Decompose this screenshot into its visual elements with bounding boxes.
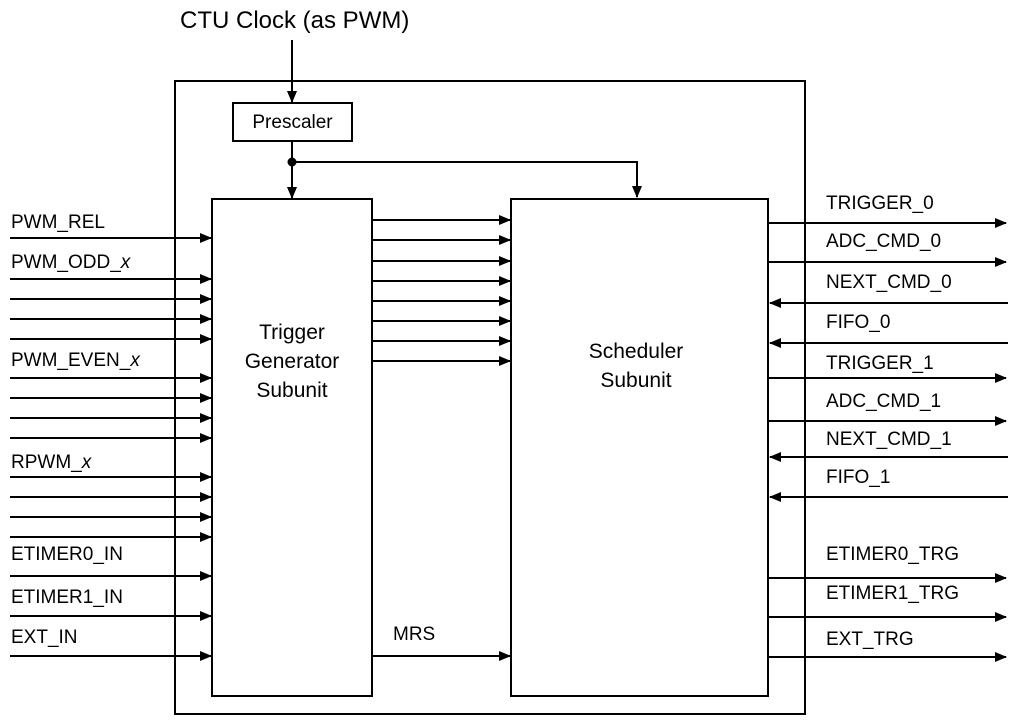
prescaler-label: Prescaler [252, 112, 333, 133]
clock-label: CTU Clock (as PWM) [180, 7, 409, 34]
trigger-block-line-2: Generator [245, 350, 340, 373]
input-label-ext-in: EXT_IN [11, 627, 78, 648]
scheduler-box [510, 198, 769, 697]
trigger-block-line-3: Subunit [256, 379, 327, 402]
output-label-etimer1-trg: ETIMER1_TRG [826, 583, 959, 604]
output-label-next-cmd-1: NEXT_CMD_1 [826, 429, 952, 450]
prescaler-to-scheduler-arrow [292, 161, 642, 198]
input-label-etimer0-in: ETIMER0_IN [11, 544, 123, 565]
output-label-ext-trg: EXT_TRG [826, 629, 914, 650]
output-label-fifo-0: FIFO_0 [826, 312, 890, 333]
internal-trigger-bus [372, 215, 511, 366]
trigger-block-line-1: Trigger [259, 321, 325, 344]
output-label-trigger-0: TRIGGER_0 [826, 193, 934, 214]
input-label-etimer1-in: ETIMER1_IN [11, 587, 123, 608]
output-label-trigger-1: TRIGGER_1 [826, 353, 934, 374]
input-label-pwm-odd: PWM_ODD_x [11, 252, 132, 273]
input-label-pwm-rel: PWM_REL [11, 212, 105, 233]
output-label-fifo-1: FIFO_1 [826, 467, 890, 488]
scheduler-block-line-1: Scheduler [589, 340, 684, 363]
input-label-pwm-even: PWM_EVEN_x [11, 350, 141, 371]
output-label-adc-cmd-0: ADC_CMD_0 [826, 231, 941, 252]
trigger-generator-box [211, 198, 373, 697]
input-label-rpwm: RPWM_x [11, 452, 93, 473]
output-label-next-cmd-0: NEXT_CMD_0 [826, 272, 952, 293]
output-arrows [768, 218, 1008, 662]
scheduler-block-line-2: Subunit [600, 369, 671, 392]
prescaler-box [232, 102, 353, 142]
output-label-etimer0-trg: ETIMER0_TRG [826, 544, 959, 565]
output-label-adc-cmd-1: ADC_CMD_1 [826, 391, 941, 412]
input-arrows [10, 233, 212, 661]
mrs-label: MRS [393, 624, 435, 645]
